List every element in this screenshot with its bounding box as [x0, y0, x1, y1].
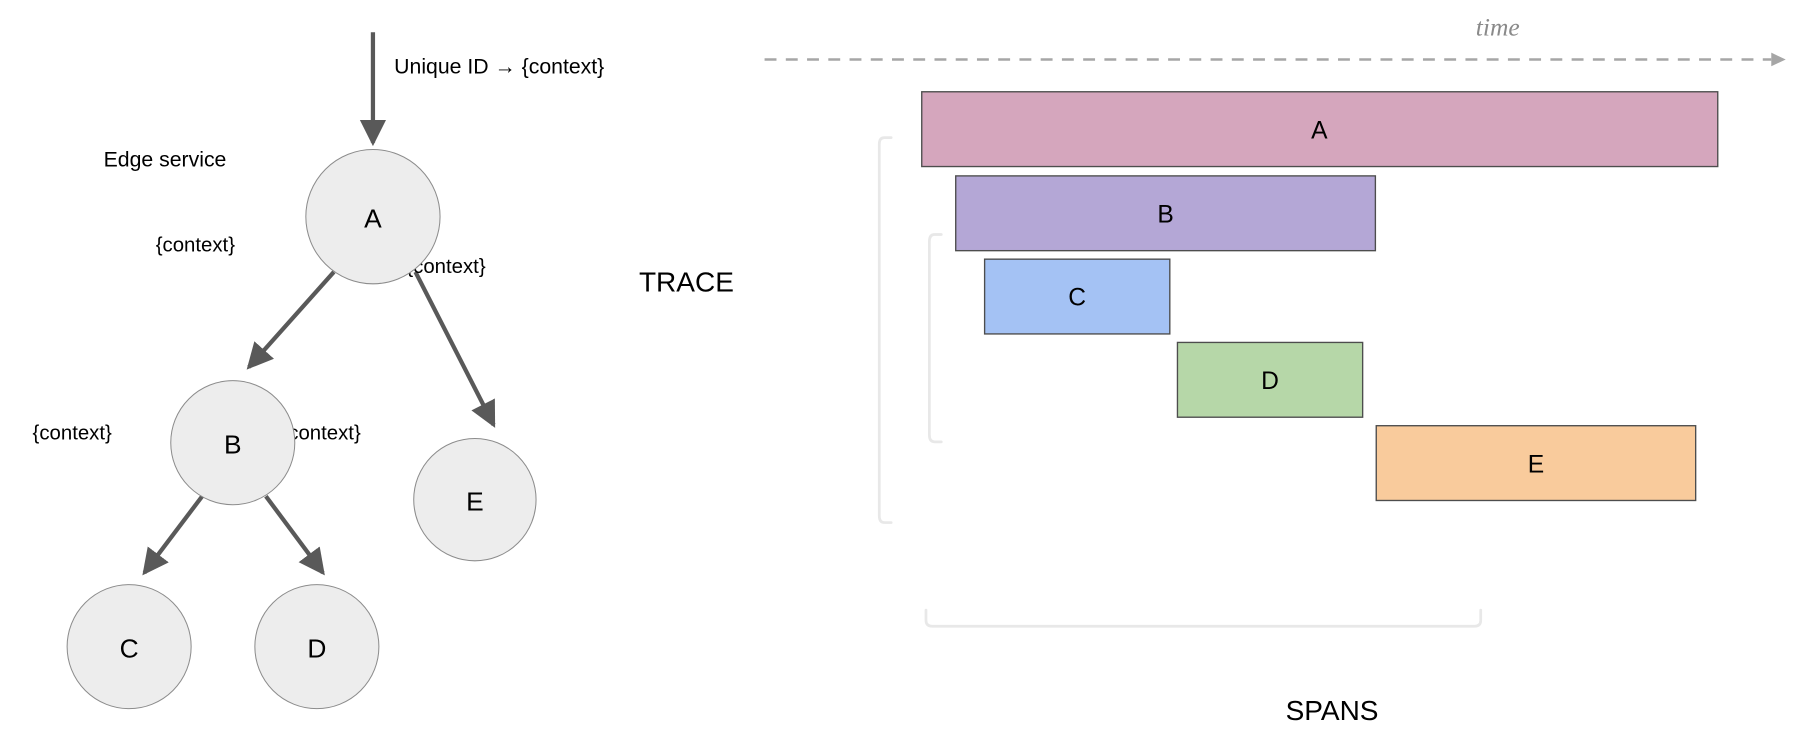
- child-span-brace: [928, 233, 943, 444]
- span-bar-c[interactable]: C: [983, 258, 1171, 335]
- span-bar-a[interactable]: A: [921, 91, 1719, 168]
- span-bar-b-label: B: [1157, 201, 1173, 228]
- node-a-label: A: [364, 203, 382, 233]
- trace-label: TRACE: [639, 267, 734, 298]
- span-bar-e-label: E: [1528, 451, 1544, 478]
- edge-a-e: [413, 270, 496, 428]
- node-e-circle: [413, 437, 537, 562]
- edge-a-b: [246, 270, 336, 370]
- edge-b-d: [264, 494, 325, 576]
- span-bar-d-label: D: [1261, 368, 1279, 395]
- node-d-circle: [254, 584, 380, 710]
- node-d[interactable]: D: [254, 584, 380, 710]
- node-b-circle: [170, 380, 296, 506]
- node-b-label: B: [224, 429, 242, 459]
- span-bar-b-rect: [955, 175, 1377, 252]
- edge-label-a-b: {context}: [156, 235, 235, 257]
- node-a-circle: [305, 149, 441, 285]
- edge-service-label: Edge service: [104, 148, 227, 172]
- spans-label: SPANS: [1286, 695, 1379, 726]
- node-b[interactable]: B: [170, 380, 296, 506]
- span-bar-b[interactable]: B: [955, 175, 1377, 252]
- trace-brace: [877, 136, 893, 524]
- node-c[interactable]: C: [66, 584, 192, 710]
- node-e[interactable]: E: [413, 437, 537, 562]
- span-bar-a-label: A: [1311, 117, 1328, 144]
- edge-label-b-c: {context}: [33, 422, 112, 444]
- node-c-circle: [66, 584, 192, 710]
- span-bar-c-rect: [983, 258, 1171, 335]
- span-bar-c-label: C: [1068, 285, 1086, 312]
- entry-label: Unique ID → {context}: [394, 54, 604, 78]
- edge-label-a-e: {context}: [406, 256, 485, 278]
- span-bar-d[interactable]: D: [1176, 341, 1364, 418]
- spans-brace: [924, 608, 1483, 628]
- span-bar-d-rect: [1176, 341, 1364, 418]
- node-c-label: C: [120, 633, 139, 663]
- span-bar-e[interactable]: E: [1375, 425, 1697, 502]
- edge-b-c: [142, 494, 204, 576]
- span-bar-e-rect: [1375, 425, 1697, 502]
- node-e-label: E: [466, 486, 484, 516]
- edge-label-b-d: {context}: [281, 422, 360, 444]
- span-bar-a-rect: [921, 91, 1719, 168]
- time-axis-arrowhead: [1771, 52, 1786, 67]
- node-a[interactable]: A: [305, 149, 441, 285]
- time-axis-label: time: [1476, 13, 1520, 42]
- node-d-label: D: [307, 633, 326, 663]
